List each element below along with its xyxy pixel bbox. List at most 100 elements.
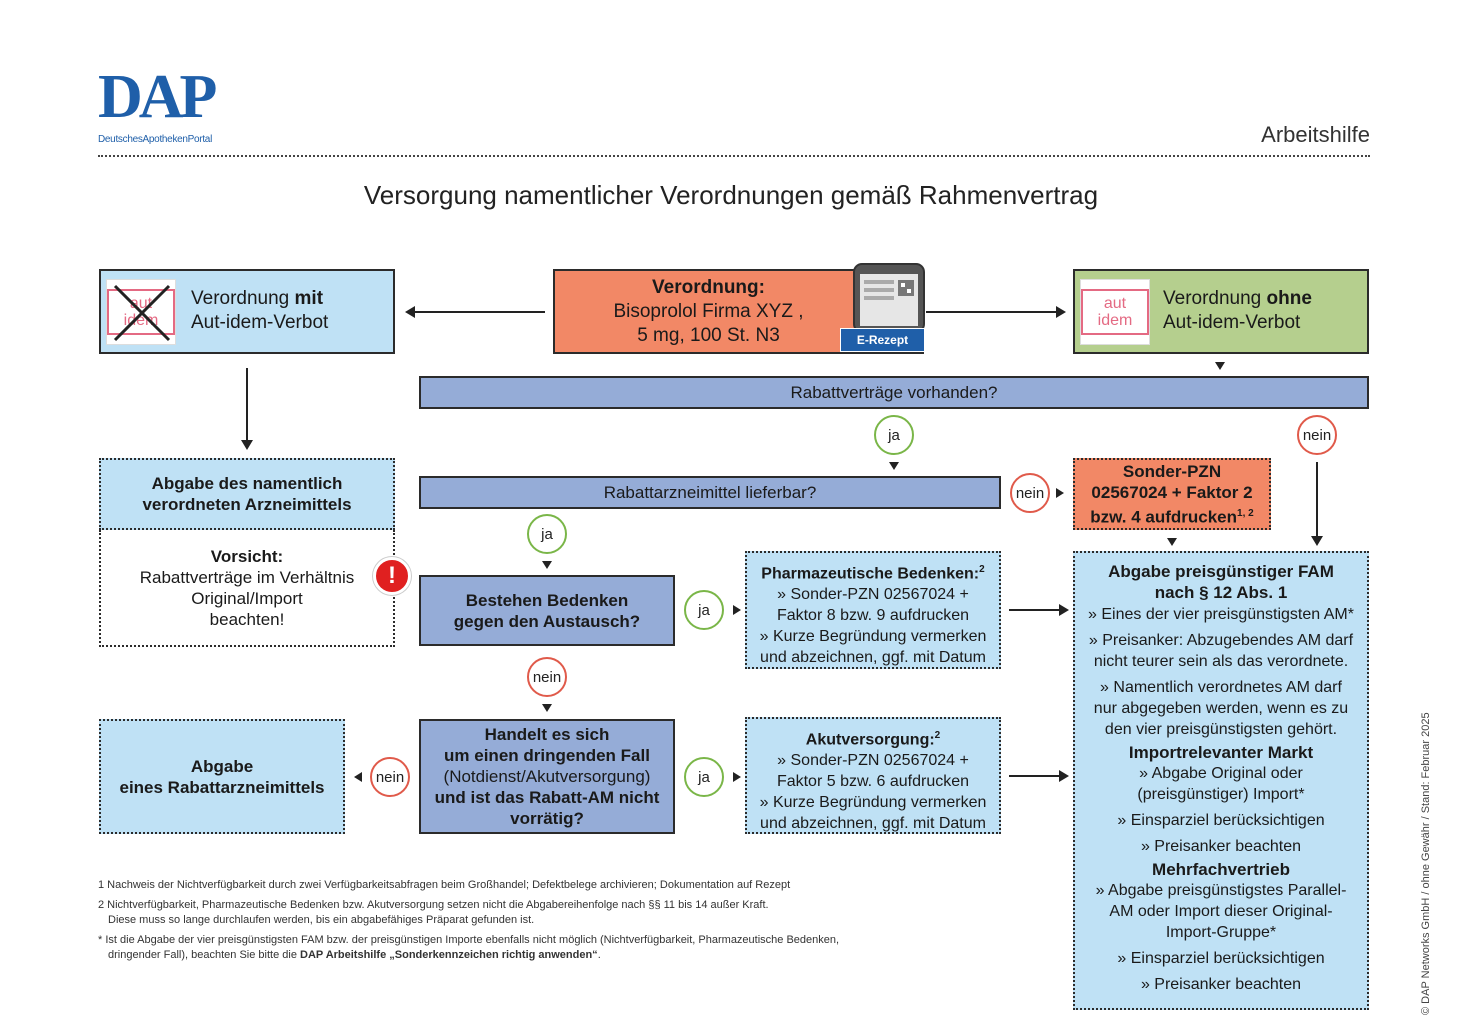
arrow-right-head [1056,306,1066,318]
answer-nein-2: nein [1010,473,1050,513]
text-bold: mit [294,288,324,309]
marker-down [542,704,552,712]
footnote-3-link: DAP Arbeitshilfe „Sonderkennzeichen rich… [300,949,598,961]
akut-line4: und abzeichnen, ggf. mit Datum [760,815,986,833]
e-rezept-badge: E-Rezept [840,328,925,352]
header-divider [98,155,1370,157]
pharma-line4: und abzeichnen, ggf. mit Datum [760,649,986,667]
text-pre: Verordnung [191,288,295,309]
vorsicht-heading: Vorsicht: [210,546,284,566]
akut-line1: » Sonder-PZN 02567024 + [777,752,969,770]
question-bedenken: Bestehen Bedenken gegen den Austausch? [419,575,675,646]
e-prescription-phone-icon [850,262,926,334]
akut-sup: 2 [934,730,941,741]
pharma-sup: 2 [979,564,985,575]
bedenken-line1: Bestehen Bedenken [465,590,629,610]
arrow-right-down-head [1311,536,1323,546]
vorsicht-line3: beachten! [209,609,285,629]
dringend-line1: Handelt es sich [484,725,610,744]
arrow-pharma-fam-head [1059,604,1069,616]
text-post: Aut-idem-Verbot [191,312,329,333]
dap-logo-subtitle: DeutschesApothekenPortal [98,134,212,145]
box-abgabe-rabatt: Abgabe eines Rabattarzneimittels [99,719,345,834]
arrow-to-right-line [926,311,1056,313]
vorsicht-line2: Original/Import [191,588,303,608]
text-pre: Verordnung [1163,288,1267,309]
box-abgabe-namentlich: Abgabe des namentlich verordneten Arznei… [99,458,395,530]
pharma-line2: Faktor 8 bzw. 9 aufdrucken [776,607,970,625]
fam-import-heading: Importrelevanter Markt [1128,743,1314,762]
sonder-pzn-line3: bzw. 4 aufdrucken [1090,507,1238,527]
arrow-pharma-fam-line [1009,609,1059,611]
aut-idem-crossed-stamp: aut idem [106,279,176,345]
arrow-left-head [405,306,415,318]
marker-down [1167,538,1177,546]
box-akutversorgung: Akutversorgung:2 » Sonder-PZN 02567024 +… [745,717,1001,834]
fam-b2a: » Preisanker: Abzugebendes AM darf [1088,632,1354,649]
copyright-notice: © DAP Networks GmbH / ohne Gewähr / Stan… [1420,712,1432,1015]
vorsicht-line1: Rabattverträge im Verhältnis [139,567,355,587]
footnote-2a: 2 Nichtverfügbarkeit, Pharmazeutische Be… [98,899,769,911]
fam-b2b: nicht teurer sein als das verordnete. [1093,653,1349,670]
arrow-to-left-line [414,311,545,313]
cross-icon [113,284,171,342]
abgabe-namentlich-line1: Abgabe des namentlich [151,474,343,493]
dap-logo: DAP [98,63,217,131]
box-ohne-aut-idem-verbot: aut idem Verordnung ohne Aut-idem-Verbot [1073,269,1369,354]
abgabe-rabatt-line2: eines Rabattarzneimittels [119,777,325,797]
dringend-line5: vorrätig? [510,809,584,828]
sonder-pzn-line1: Sonder-PZN [1122,461,1222,481]
prescription-line2: 5 mg, 100 St. N3 [637,324,780,346]
pharma-line1: » Sonder-PZN 02567024 + [777,586,969,604]
footnote-3b: dringender Fall), beachten Sie bitte die [108,949,301,961]
aut-idem-stamp: aut idem [1080,279,1150,345]
fam-i3: » Preisanker beachten [1140,838,1302,855]
arrow-right-down-line [1316,462,1318,538]
aut-idem-stamp-text-right: aut idem [1081,289,1149,335]
dringend-line4: und ist das Rabatt-AM nicht [434,788,660,807]
fam-m3: » Preisanker beachten [1140,976,1302,993]
fam-m2: » Einsparziel berücksichtigen [1117,950,1325,967]
abgabe-rabatt-line1: Abgabe [190,756,254,776]
marker-down [889,462,899,470]
marker-right [733,772,741,782]
arrow-akut-fam-line [1009,775,1059,777]
marker-right [733,605,741,615]
akut-line2: Faktor 5 bzw. 6 aufdrucken [776,773,970,791]
marker-left [354,772,362,782]
box-pharma-bedenken: Pharmazeutische Bedenken:2 » Sonder-PZN … [745,551,1001,669]
box-aut-idem-verbot: aut idem Verordnung mit Aut-idem-Verbot [99,269,395,354]
fam-heading2: nach § 12 Abs. 1 [1154,583,1288,602]
fam-b3b: nur abgegeben werden, wenn es zu [1093,700,1349,717]
footnote-3d: . [597,949,601,961]
answer-ja-1: ja [874,415,914,455]
answer-ja-2: ja [527,514,567,554]
answer-ja-4: ja [684,757,724,797]
arrow-left-down-line [246,368,248,440]
answer-ja-3: ja [684,590,724,630]
pharma-line3: » Kurze Begründung vermerken [759,628,987,646]
fam-b1: » Eines der vier preisgünstigsten AM* [1088,606,1354,623]
footnotes: 1 Nachweis der Nichtverfügbarkeit durch … [98,878,1038,963]
fam-m1c: Import-Gruppe* [1165,924,1277,941]
box-vorsicht: Vorsicht: Rabattverträge im Verhältnis O… [99,530,395,647]
text-bold: ohne [1266,288,1312,309]
akut-line3: » Kurze Begründung vermerken [759,794,987,812]
marker-right [1056,488,1064,498]
sonder-pzn-line2: 02567024 + Faktor 2 [1091,482,1253,502]
arrow-akut-fam-head [1059,770,1069,782]
akut-heading: Akutversorgung: [805,731,935,749]
box-aut-idem-verbot-text: Verordnung mit Aut-idem-Verbot [191,287,391,335]
document-type-label: Arbeitshilfe [1261,122,1370,147]
arrow-left-down-head [241,440,253,450]
fam-b3c: den vier preisgünstigsten gehört. [1104,721,1338,738]
dringend-line2: um einen dringenden Fall [444,746,650,765]
sonder-pzn-sup: 1, 2 [1237,507,1254,519]
marker-down [542,561,552,569]
question-lieferbar: Rabattarzneimittel lieferbar? [419,476,1001,509]
box-ohne-aut-idem-text: Verordnung ohne Aut-idem-Verbot [1163,287,1363,335]
footnote-1: 1 Nachweis der Nichtverfügbarkeit durch … [98,879,791,891]
answer-nein-3: nein [527,657,567,697]
prescription-line1: Bisoprolol Firma XYZ , [613,300,804,322]
footnote-3a: * Ist die Abgabe der vier preisgünstigst… [98,934,840,946]
